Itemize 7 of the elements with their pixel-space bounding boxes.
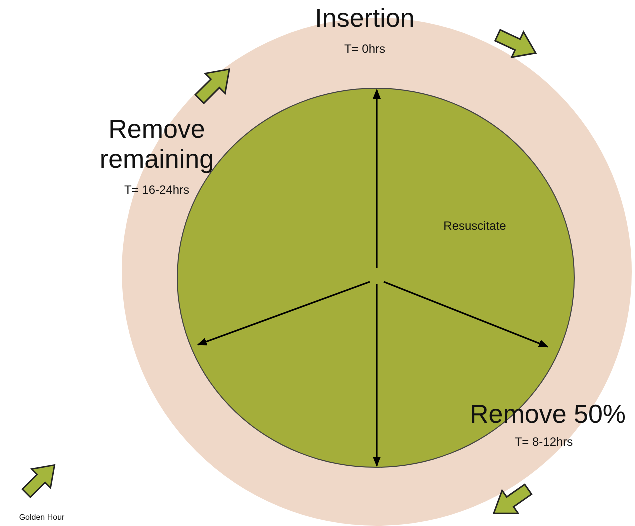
time-label: T= 0hrs [344, 43, 386, 57]
stage-title: Insertion [315, 4, 415, 34]
stage-title: Remove remaining [98, 115, 216, 175]
time-label: T= 8-12hrs [514, 436, 574, 450]
time-label: T= 16-24hrs [124, 184, 190, 198]
caption-label: Golden Hour [19, 513, 65, 522]
sector-label: Resuscitate [444, 220, 506, 234]
